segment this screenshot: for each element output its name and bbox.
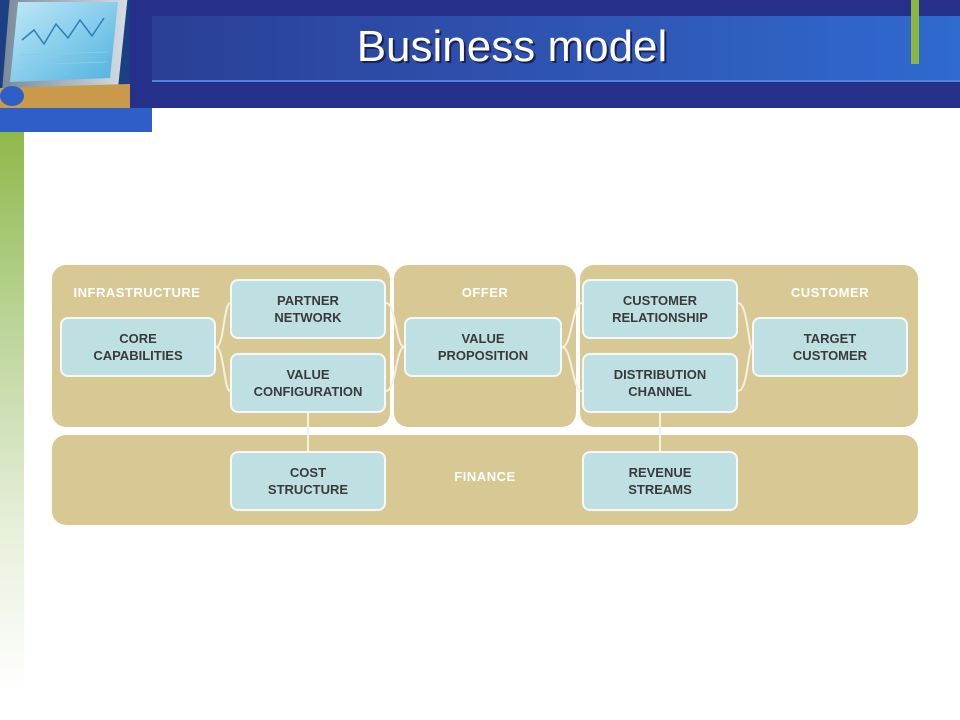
connector-value-prop-to-relationship xyxy=(561,302,583,348)
customer-relationship-box: CUSTOMER RELATIONSHIP xyxy=(582,279,738,339)
business-model-diagram: INFRASTRUCTURE OFFER CUSTOMER FINANCE CO… xyxy=(52,265,918,525)
section-label-customer: CUSTOMER xyxy=(790,285,870,300)
header-tab xyxy=(0,108,152,132)
section-label-finance: FINANCE xyxy=(454,469,516,484)
connector-core-to-value-config xyxy=(215,346,231,392)
header-rule xyxy=(152,80,960,82)
revenue-streams-box: REVENUE STREAMS xyxy=(582,451,738,511)
distribution-channel-box: DISTRIBUTION CHANNEL xyxy=(582,353,738,413)
section-label-offer: OFFER xyxy=(461,285,509,300)
title-band xyxy=(152,16,960,80)
partner-network-box: PARTNER NETWORK xyxy=(230,279,386,339)
header-band-top xyxy=(152,0,960,16)
connector-core-to-partner xyxy=(215,302,231,348)
cost-structure-box: COST STRUCTURE xyxy=(230,451,386,511)
connector-value-prop-to-channel xyxy=(561,346,583,392)
connector-channel-to-target xyxy=(737,346,753,392)
connector-value-config-to-value-prop xyxy=(385,346,405,392)
section-label-infrastructure: INFRASTRUCTURE xyxy=(73,285,201,300)
value-proposition-box: VALUE PROPOSITION xyxy=(404,317,562,377)
monitor-image xyxy=(0,0,130,108)
slide-title: Business model xyxy=(356,22,668,71)
value-configuration-box: VALUE CONFIGURATION xyxy=(230,353,386,413)
core-capabilities-box: CORE CAPABILITIES xyxy=(60,317,216,377)
left-gradient-strip xyxy=(0,132,24,692)
target-customer-box: TARGET CUSTOMER xyxy=(752,317,908,377)
connector-relationship-to-target xyxy=(737,302,753,348)
connector-partner-to-value-prop xyxy=(385,302,405,348)
accent-bar xyxy=(911,0,919,64)
finance-panel xyxy=(52,435,918,525)
connector-lines xyxy=(215,302,753,451)
computer-monitor-icon xyxy=(0,0,130,108)
